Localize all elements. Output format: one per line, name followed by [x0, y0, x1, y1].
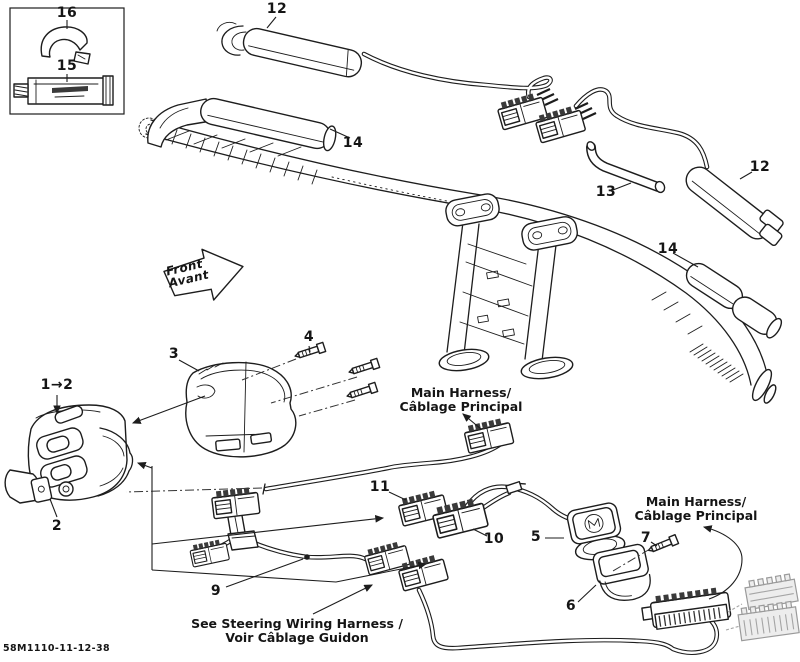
part-label-14-left: 14: [342, 135, 364, 151]
part-label-1-2: 1→2: [40, 377, 74, 393]
main-harness-annotation-top: Main Harness/ Câblage Principal: [400, 386, 523, 413]
steering-riser: [438, 193, 578, 380]
part-label-14-right: 14: [657, 241, 679, 257]
main-harness-bottom-line2: Câblage Principal: [634, 507, 758, 523]
figure-code: 58M1110-11-12-38: [3, 643, 111, 654]
foam-sleeve-right: [685, 262, 783, 339]
screw-7: [612, 533, 680, 572]
part-label-9: 9: [210, 583, 222, 599]
part-label-10: 10: [483, 531, 505, 547]
part-label-3: 3: [168, 346, 180, 362]
main-harness-top-line2: Câblage Principal: [399, 398, 523, 414]
part-label-11: 11: [369, 479, 391, 495]
main-harness-connector-top: [262, 413, 515, 495]
handlebar-end-tube-13: [586, 141, 666, 194]
part-label-13: 13: [595, 184, 617, 200]
harness-connector-b: [533, 102, 597, 144]
harness-connector-a: [495, 88, 559, 131]
leader-lines: [49, 16, 753, 615]
steering-harness-9: [188, 485, 720, 655]
heated-grip-top: [216, 21, 363, 78]
inset-box: [9, 7, 125, 115]
part-label-6: 6: [565, 598, 577, 614]
switch-block-6: [592, 543, 651, 601]
see-steering-annotation: See Steering Wiring Harness / Voir Câbla…: [191, 617, 403, 644]
main-connector-bottom: [641, 587, 732, 630]
foam-sleeve-left: [147, 97, 337, 152]
main-harness-annotation-bottom: Main Harness/ Câblage Principal: [635, 495, 758, 522]
see-steering-line1: See Steering Wiring Harness /: [191, 616, 403, 631]
part-label-12-right: 12: [749, 159, 771, 175]
grip-wire-right: [573, 87, 710, 170]
see-steering-line2: Voir Câblage Guidon: [225, 629, 369, 645]
retaining-clip-16: [40, 26, 91, 65]
part-label-4: 4: [303, 329, 315, 345]
grip-wire-top: [361, 51, 553, 100]
part-label-12-top: 12: [266, 1, 288, 17]
multifunction-switch-housing: [4, 404, 134, 504]
front-direction-arrow: [163, 248, 244, 301]
part-label-7: 7: [640, 530, 652, 546]
housing-shell-3: [185, 361, 297, 458]
part-label-2: 2: [51, 518, 63, 534]
main-harness-top-line1: Main Harness/: [410, 385, 512, 400]
sealant-tube-15: [13, 75, 114, 106]
connector-10: [430, 480, 584, 540]
heated-grip-right: [685, 166, 784, 247]
part-label-16: 16: [56, 5, 78, 21]
main-harness-bottom-line1: Main Harness/: [645, 494, 747, 509]
part-label-15: 15: [56, 58, 78, 74]
ghost-connectors: [725, 573, 800, 642]
part-label-5: 5: [530, 529, 542, 545]
